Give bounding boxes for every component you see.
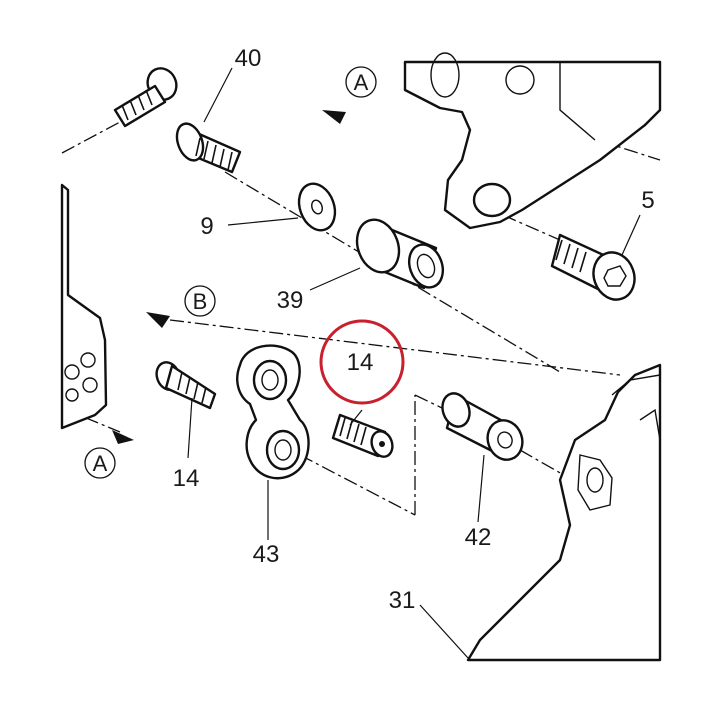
callout-39: 39 [277, 287, 304, 314]
callout-9: 9 [200, 213, 213, 240]
arrow-to-b [146, 312, 170, 328]
callout-42: 42 [465, 524, 492, 551]
callout-31: 31 [389, 587, 416, 614]
arrow-to-a-top [322, 110, 346, 124]
leader-lines [187, 67, 641, 659]
part-40-bolt [175, 122, 242, 174]
callout-14-highlighted: 14 [347, 349, 374, 376]
direction-arrows [112, 110, 346, 444]
callout-14-lower: 14 [173, 465, 200, 492]
marker-a-top-text: A [354, 70, 369, 95]
part-42-spacer [441, 392, 524, 461]
callout-40: 40 [235, 45, 262, 72]
part-14-screw-left [155, 361, 217, 410]
part-9-washer [297, 182, 337, 232]
part-40-screw-top [113, 67, 178, 128]
marker-a-left-text: A [93, 451, 108, 476]
callout-5: 5 [641, 187, 654, 214]
reference-marker-a-top: A [345, 66, 377, 98]
part-14-screw-highlighted [331, 413, 394, 458]
highlight-ring [319, 319, 405, 405]
callout-labels: 40 5 9 39 14 14 43 42 31 [173, 45, 655, 614]
upper-bracket [403, 52, 662, 230]
reference-marker-a-left: A [84, 447, 116, 479]
callout-43: 43 [253, 541, 280, 568]
part-5-cap-screw [550, 233, 636, 301]
lower-bracket-31 [466, 363, 662, 662]
part-39-bushing [355, 218, 445, 290]
arrow-to-a-left [112, 430, 134, 444]
part-43-link [236, 344, 310, 480]
reference-marker-b: B [184, 285, 216, 317]
marker-b-text: B [193, 289, 208, 314]
left-frame [60, 183, 108, 430]
